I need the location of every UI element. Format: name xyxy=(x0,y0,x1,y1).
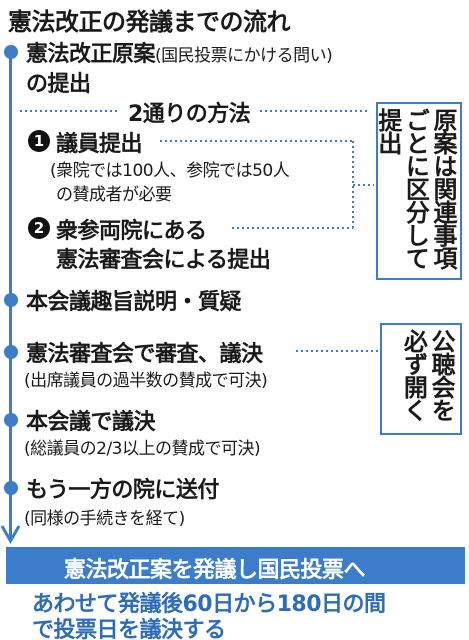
step1-label: 憲法改正原案(国民投票にかける問い) xyxy=(26,36,333,68)
step1-note: (国民投票にかける問い) xyxy=(155,46,333,66)
result-text: 憲法改正案を発議し国民投票へ xyxy=(64,558,366,583)
method1-detail2: の賛成者が必要 xyxy=(56,185,172,205)
method2-number-badge: 2 xyxy=(28,217,50,239)
step1-line2: の提出 xyxy=(26,72,91,97)
public-hearing-text: 公聴会を必ず開く xyxy=(399,329,455,421)
step5-label: もう一方の院に送付 xyxy=(26,478,219,503)
step4-detail: (総議員の2/3以上の賛成で可決) xyxy=(24,439,261,459)
result-banner: 憲法改正案を発議し国民投票へ xyxy=(6,547,465,584)
method1-detail1: (衆院では100人、参院では50人 xyxy=(50,161,290,181)
method2-label1: 衆参両院にある xyxy=(56,219,207,244)
methods-label: 2通りの方法 xyxy=(118,96,261,128)
step3-detail: (出席議員の過半数の賛成で可決) xyxy=(24,371,268,391)
footer-line2: で投票日を議決する xyxy=(32,618,226,640)
step3-dot xyxy=(4,345,18,359)
step1-dot xyxy=(4,45,18,59)
step4-label: 本会議で議決 xyxy=(26,410,156,435)
step2-dot xyxy=(4,293,18,307)
footer-line1: あわせて発議後60日から180日の間 xyxy=(32,592,386,617)
page-title: 憲法改正の発議までの流れ xyxy=(8,8,291,36)
method1-label: 議員提出 xyxy=(56,132,143,157)
step1-line1: 憲法改正原案 xyxy=(26,42,156,67)
step2-label: 本会議趣旨説明・質疑 xyxy=(26,290,242,315)
related-items-box: 原案は関連事項ごとに区分して提出 xyxy=(373,102,462,280)
step4-dot xyxy=(4,413,18,427)
step5-detail: (同様の手続きを経て) xyxy=(24,509,185,529)
related-items-text: 原案は関連事項ごとに区分して提出 xyxy=(373,108,457,269)
method2-label2: 憲法審査会による提出 xyxy=(56,248,271,273)
public-hearing-box: 公聴会を必ず開く xyxy=(380,323,462,435)
timeline-arrowhead xyxy=(0,525,21,545)
method1-number-badge: 1 xyxy=(28,130,50,152)
step5-dot xyxy=(4,481,18,495)
step3-label: 憲法審査会で審査、議決 xyxy=(26,342,263,367)
